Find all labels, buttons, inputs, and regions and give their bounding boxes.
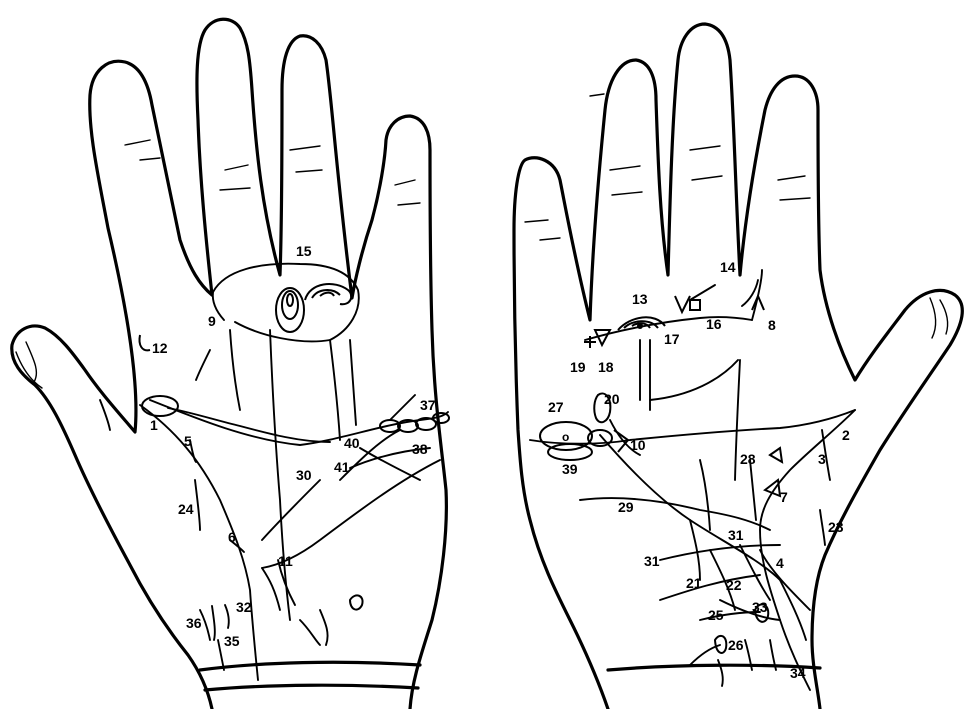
label-22: 22 — [726, 577, 742, 593]
label-12: 12 — [152, 340, 168, 356]
label-1: 1 — [150, 417, 158, 433]
left-life-line — [140, 405, 258, 680]
left-fate-line — [270, 330, 290, 620]
label-26: 26 — [728, 637, 744, 653]
right-cuff — [608, 665, 820, 670]
label-40: 40 — [344, 435, 360, 451]
left-hand — [12, 19, 449, 709]
label-28: 28 — [740, 451, 756, 467]
label-31-left: 31 — [644, 553, 660, 569]
label-19: 19 — [570, 359, 586, 375]
label-6: 6 — [228, 529, 236, 545]
left-line-32 — [230, 330, 240, 410]
label-24: 24 — [178, 501, 194, 517]
label-9: 9 — [208, 313, 216, 329]
label-41: 41 — [334, 459, 350, 475]
label-18: 18 — [598, 359, 614, 375]
left-cuff — [200, 662, 420, 670]
label-11: 11 — [278, 553, 293, 569]
right-line-28 — [750, 460, 756, 520]
label-20: 20 — [604, 391, 620, 407]
left-line-30 — [262, 480, 320, 540]
svg-text:o: o — [562, 430, 569, 444]
label-7: 7 — [780, 489, 788, 505]
label-23: 23 — [828, 519, 844, 535]
right-hand-labels: 2 3 4 7 8 10 13 14 16 17 18 19 20 21 22 … — [548, 259, 850, 681]
left-girdle-of-venus — [213, 264, 359, 342]
label-32: 32 — [236, 599, 252, 615]
right-heart-line — [530, 410, 855, 444]
label-10: 10 — [630, 437, 646, 453]
label-13: 13 — [632, 291, 648, 307]
label-39: 39 — [562, 461, 578, 477]
label-25: 25 — [708, 607, 724, 623]
label-35: 35 — [224, 633, 240, 649]
label-30: 30 — [296, 467, 312, 483]
label-21: 21 — [686, 575, 702, 591]
right-line-29 — [580, 498, 770, 530]
label-27: 27 — [548, 399, 564, 415]
label-5: 5 — [184, 433, 192, 449]
label-37: 37 — [420, 397, 436, 413]
label-3: 3 — [818, 451, 826, 467]
label-15: 15 — [296, 243, 312, 259]
left-line-24 — [195, 480, 200, 530]
label-16: 16 — [706, 316, 722, 332]
label-38: 38 — [412, 441, 428, 457]
label-33: 33 — [752, 599, 768, 615]
label-14: 14 — [720, 259, 736, 275]
label-34: 34 — [790, 665, 806, 681]
label-29: 29 — [618, 499, 634, 515]
left-cuff-lower — [205, 685, 418, 690]
label-4: 4 — [776, 555, 784, 571]
label-2: 2 — [842, 427, 850, 443]
left-head-line — [168, 408, 330, 442]
label-17: 17 — [664, 331, 680, 347]
label-8: 8 — [768, 317, 776, 333]
label-36: 36 — [186, 615, 202, 631]
label-31-top: 31 — [728, 527, 744, 543]
left-hand-outline — [12, 19, 447, 709]
left-sun-line — [330, 340, 340, 440]
